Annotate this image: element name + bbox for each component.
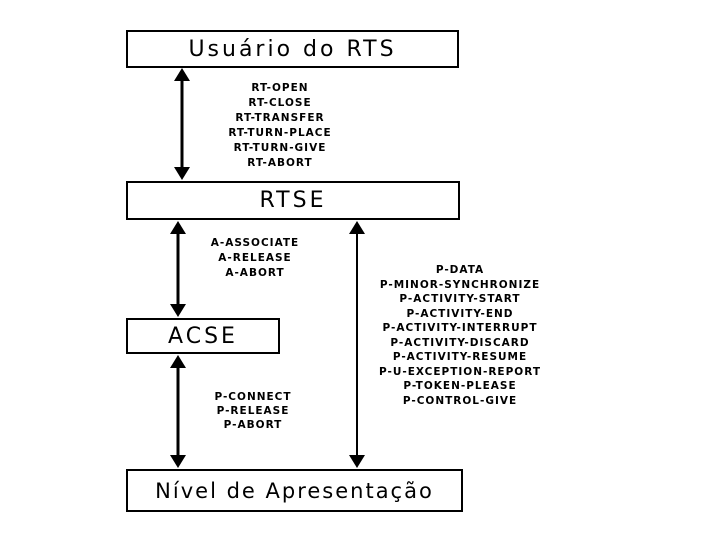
p-primitive: P-ABORT [223, 419, 283, 431]
double-arrow-rtse-apresentacao [349, 221, 365, 468]
rt-primitive: RT-TURN-PLACE [228, 127, 332, 139]
rt-primitive: RT-OPEN [251, 82, 309, 94]
usuario-do-rts-box: Usuário do RTS [126, 30, 459, 68]
arrow-shaft [176, 364, 180, 459]
nivel-de-apresentacao-label: Nível de Apresentação [155, 478, 434, 503]
a-primitive: A-ABORT [225, 267, 285, 279]
arrow-down-head-icon [170, 455, 186, 468]
a-primitive: A-ASSOCIATE [210, 237, 300, 249]
arrow-up-head-icon [170, 355, 186, 368]
arrow-down-head-icon [174, 167, 190, 180]
p-primitive: P-RELEASE [216, 405, 290, 417]
double-arrow-rtse-acse [170, 221, 186, 317]
rt-primitive: RT-TRANSFER [235, 112, 325, 124]
p-primitive: P-ACTIVITY-DISCARD [390, 336, 530, 349]
nivel-de-apresentacao-box: Nível de Apresentação [126, 469, 463, 512]
p-primitive: P-CONTROL-GIVE [402, 394, 518, 407]
rtse-label: RTSE [259, 188, 327, 213]
double-arrow-usuario-rtse [174, 68, 190, 180]
arrow-up-head-icon [349, 221, 365, 234]
acse-box: ACSE [126, 318, 280, 354]
a-primitives-list: A-ASSOCIATE A-RELEASE A-ABORT [175, 236, 335, 281]
rt-primitive: RT-ABORT [247, 157, 313, 169]
p-primitive: P-ACTIVITY-INTERRUPT [382, 322, 538, 334]
rt-primitive: RT-TURN-GIVE [233, 142, 327, 154]
p-right-primitives-list: P-DATA P-MINOR-SYNCHRONIZE P-ACTIVITY-ST… [368, 263, 552, 408]
p-primitive: P-ACTIVITY-RESUME [392, 351, 528, 363]
p-primitive: P-CONNECT [214, 391, 292, 403]
rt-primitive: RT-CLOSE [248, 97, 312, 109]
p-primitive: P-ACTIVITY-START [399, 293, 521, 305]
p-primitive: P-U-EXCEPTION-REPORT [378, 365, 542, 378]
p-primitive: P-TOKEN-PLEASE [403, 380, 517, 392]
p-primitive: P-DATA [435, 264, 485, 276]
arrow-down-head-icon [170, 304, 186, 317]
arrow-up-head-icon [170, 221, 186, 234]
arrow-shaft [176, 230, 180, 308]
p-left-primitives-list: P-CONNECT P-RELEASE P-ABORT [173, 390, 333, 432]
arrow-down-head-icon [349, 455, 365, 468]
usuario-do-rts-label: Usuário do RTS [188, 36, 397, 62]
acse-label: ACSE [168, 323, 238, 349]
arrow-shaft [180, 77, 184, 171]
rt-primitives-list: RT-OPEN RT-CLOSE RT-TRANSFER RT-TURN-PLA… [200, 81, 360, 171]
a-primitive: A-RELEASE [218, 252, 292, 264]
double-arrow-acse-apresentacao [170, 355, 186, 468]
rtse-box: RTSE [126, 181, 460, 220]
arrow-shaft [356, 230, 358, 459]
p-primitive: P-ACTIVITY-END [406, 307, 514, 320]
p-primitive: P-MINOR-SYNCHRONIZE [379, 278, 541, 291]
arrow-up-head-icon [174, 68, 190, 81]
